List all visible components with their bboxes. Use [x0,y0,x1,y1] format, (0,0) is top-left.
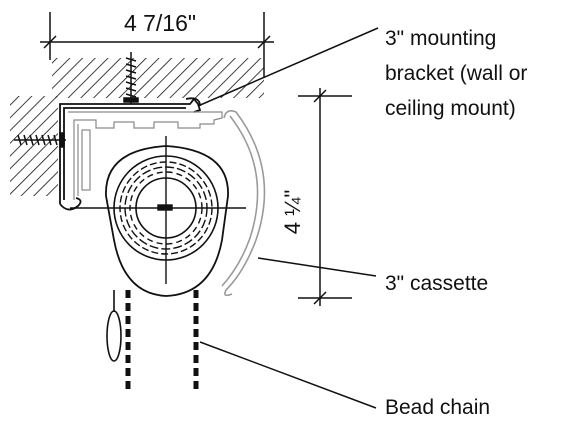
leader-lines [197,27,379,409]
ceiling-screw [123,52,139,104]
headrail-profile [68,111,223,200]
cassette-outline [221,110,266,297]
centerlines [70,136,246,284]
bracket-label-line1: 3" mounting [385,27,496,50]
wall-hatch [10,96,58,196]
bracket-label-line2: bracket (wall or [385,62,527,85]
height-dimension [298,88,352,306]
bead-chain-label: Bead chain [385,396,490,419]
pull-cord [106,290,122,362]
cassette-label: 3" cassette [385,272,488,295]
width-dimension [40,12,274,78]
bracket-label-line3: ceiling mount) [385,97,516,120]
height-dimension-label: 4 ¼" [280,190,305,235]
ceiling-hatch [52,58,264,98]
roller-housing [105,145,229,297]
width-dimension-label: 4 7/16" [124,10,196,36]
